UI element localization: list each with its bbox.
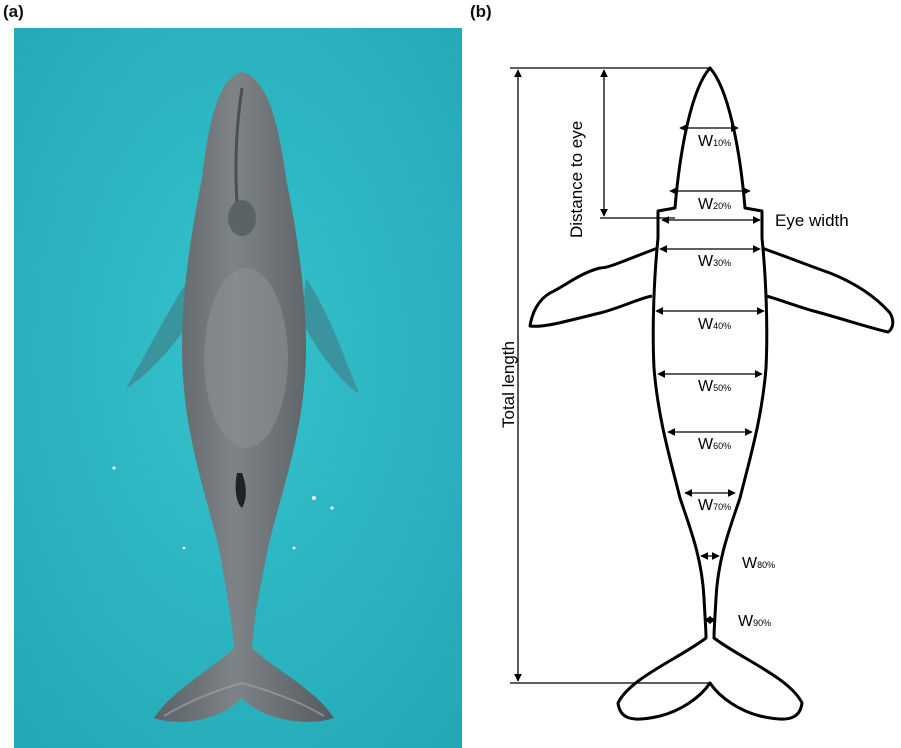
svg-text:W10%: W10% (698, 133, 731, 150)
width-w80: W80% (701, 555, 775, 572)
whale-aerial-photo (14, 28, 462, 748)
width-w30: W30% (660, 249, 760, 270)
width-w70: W70% (685, 493, 735, 514)
whale-blowhole (228, 200, 256, 236)
svg-text:W30%: W30% (698, 253, 731, 270)
svg-text:W90%: W90% (738, 613, 771, 630)
water-sparkle (330, 506, 333, 509)
whale-back-highlight (204, 268, 288, 448)
panel-a-label: (a) (3, 2, 24, 22)
width-w40: W40% (656, 311, 764, 333)
svg-text:W70%: W70% (698, 497, 731, 514)
width-w20: W20% (670, 191, 750, 213)
distance-to-eye-label: Distance to eye (567, 121, 586, 238)
whale-outline-right-fin (762, 248, 893, 332)
width-w50: W50% (658, 374, 762, 395)
panel-b-label: (b) (470, 2, 492, 22)
svg-text:W40%: W40% (698, 316, 731, 333)
whale-measurement-diagram: Total length Distance to eye Eye width W… (470, 28, 901, 748)
svg-text:W20%: W20% (698, 196, 731, 213)
water-sparkle (112, 466, 115, 469)
eye-width-label: Eye width (775, 211, 849, 230)
total-length-label: Total length (499, 341, 518, 428)
water-sparkle (293, 547, 296, 550)
whale-outline-left-fin (530, 248, 658, 326)
water-sparkle (312, 496, 316, 500)
svg-text:W50%: W50% (698, 378, 731, 395)
width-w10: W10% (680, 128, 738, 150)
water-sparkle (183, 547, 186, 550)
svg-text:W80%: W80% (742, 555, 775, 572)
width-w60: W60% (668, 432, 752, 453)
svg-text:W60%: W60% (698, 436, 731, 453)
